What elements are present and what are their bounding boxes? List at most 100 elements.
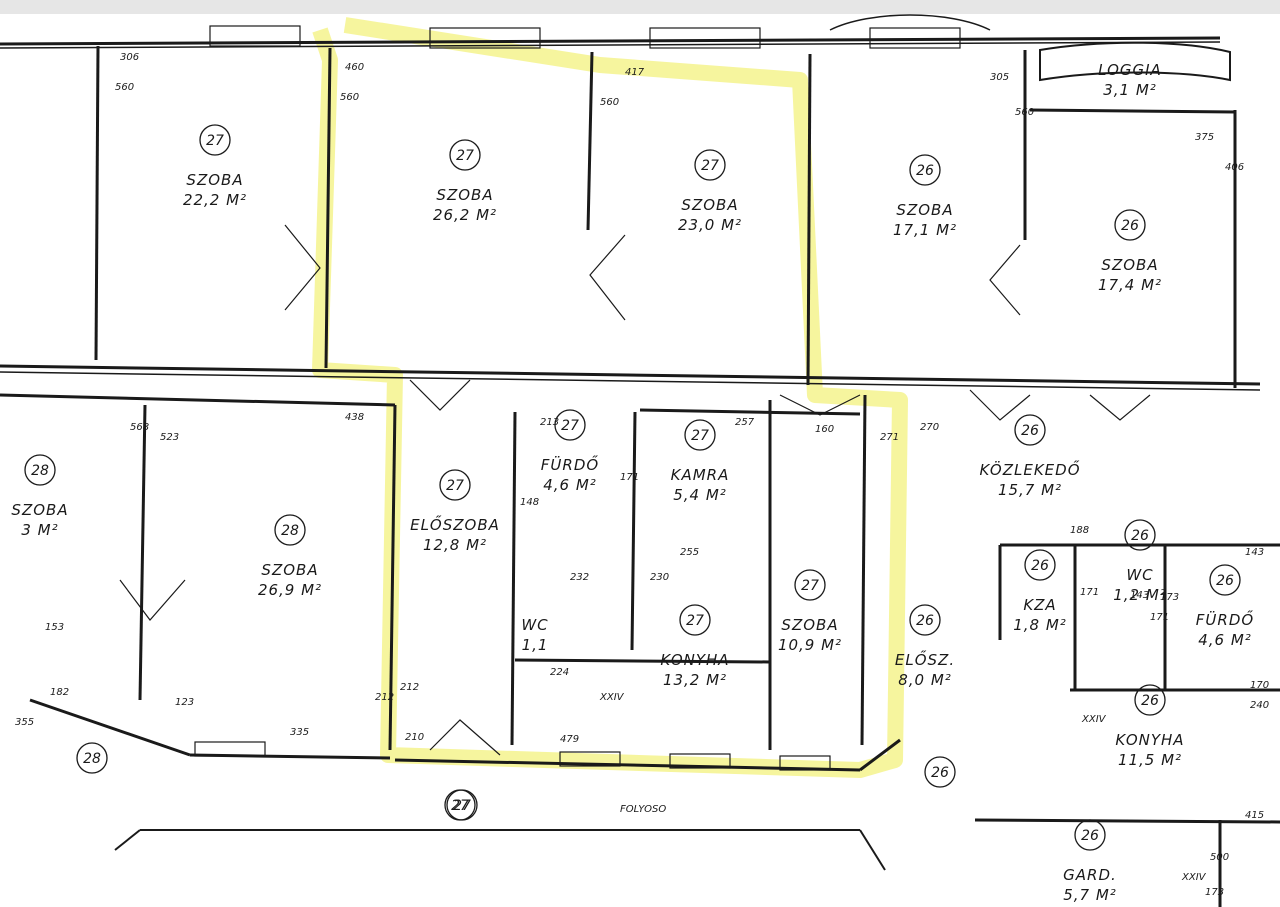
room-name: FÜRDŐ <box>1196 609 1254 629</box>
dimension-label: 375 <box>1195 132 1214 143</box>
wall <box>974 818 1280 824</box>
room-area: 1,1 <box>522 636 549 654</box>
dimension-label: 415 <box>1245 810 1264 821</box>
dimension-label: 173 <box>1205 887 1224 898</box>
central-corridor-wall-inner <box>0 371 1261 391</box>
room-name: KAMRA <box>671 466 730 484</box>
dimension-label: 560 <box>1015 107 1034 118</box>
room-number-circle <box>1209 564 1241 596</box>
room-area: 8,0 M² <box>898 671 952 689</box>
room-number-circle <box>909 154 941 186</box>
dimension-label: 240 <box>1250 700 1269 711</box>
dimension-label: 171 <box>620 472 639 483</box>
window <box>779 755 831 771</box>
door-swing <box>989 244 1021 316</box>
door-swing <box>284 224 321 311</box>
room-number-circle <box>694 149 726 181</box>
dimension-label: 143 <box>1245 547 1264 558</box>
roman-numeral: XXIV <box>1081 714 1107 725</box>
room-number-circle <box>274 514 306 546</box>
dimension-label: 160 <box>815 424 834 435</box>
dimension-label: 182 <box>50 687 69 698</box>
wall <box>630 411 637 651</box>
room-area: 13,2 M² <box>663 671 727 689</box>
wall <box>0 393 396 407</box>
unit-number-circle <box>76 742 108 774</box>
room-number-circle <box>684 419 716 451</box>
window <box>429 27 541 49</box>
dimension-label: 171 <box>1080 587 1099 598</box>
walls <box>0 36 1280 907</box>
loggia-outline <box>1039 41 1231 82</box>
wall <box>138 404 147 701</box>
window <box>209 25 301 47</box>
room-name: SZOBA <box>436 186 493 204</box>
room-area: 12,8 M² <box>423 536 487 554</box>
room-name: ELŐSZ. <box>895 649 955 669</box>
dimension-label: 406 <box>1225 162 1244 173</box>
dimension-label: 306 <box>120 52 139 63</box>
dimension-label: 171 <box>1150 612 1169 623</box>
room-name: KONYHA <box>1115 731 1184 749</box>
dimension-label: 148 <box>520 497 539 508</box>
room-area: 4,6 M² <box>1198 631 1252 649</box>
room-area: 4,6 M² <box>543 476 597 494</box>
room-name: SZOBA <box>681 196 738 214</box>
room-name: ELŐSZOBA <box>410 514 500 534</box>
scan-top-edge <box>0 0 1280 14</box>
room-number-circle <box>24 454 56 486</box>
room-number-circle <box>1134 684 1166 716</box>
room-number: 26 <box>1216 573 1234 589</box>
wall <box>514 658 771 664</box>
room-area: 1,2 M² <box>1113 586 1167 604</box>
room-name: FÜRDŐ <box>541 454 599 474</box>
wall <box>1029 108 1236 114</box>
central-corridor-wall <box>0 364 1261 386</box>
room-number: 27 <box>456 148 474 164</box>
room-number: 27 <box>446 478 464 494</box>
room-area: 3 M² <box>21 521 58 539</box>
room-number: 27 <box>561 418 579 434</box>
room-number: 27 <box>686 613 704 629</box>
room-area: 10,9 M² <box>778 636 842 654</box>
dimension-label: 500 <box>1210 852 1229 863</box>
outer-wall-top <box>0 36 1221 46</box>
room-area: 15,7 M² <box>998 481 1062 499</box>
dimension-label: 460 <box>345 62 364 73</box>
room-area: 17,4 M² <box>1098 276 1162 294</box>
dimension-label: 212 <box>375 692 394 703</box>
unit-number: 26 <box>931 765 949 781</box>
room-number: 28 <box>281 523 299 539</box>
room-number: 27 <box>701 158 719 174</box>
door-swing <box>969 389 1031 421</box>
room-number-circle <box>1124 519 1156 551</box>
dimension-label: 153 <box>45 622 64 633</box>
room-name: SZOBA <box>896 201 953 219</box>
room-area: 1,8 M² <box>1013 616 1067 634</box>
room-name: WC <box>521 616 548 634</box>
room-number-circle <box>1114 209 1146 241</box>
room-area: 5,7 M² <box>1063 886 1117 904</box>
room-number-circle <box>909 604 941 636</box>
dimension-label: 255 <box>680 547 699 558</box>
wall <box>29 698 191 757</box>
room-number: 26 <box>1031 558 1049 574</box>
dimension-label: 173 <box>1160 592 1179 603</box>
room-name: LOGGIA <box>1098 61 1162 79</box>
wall <box>510 411 517 746</box>
door-swing <box>1089 394 1151 421</box>
dimension-label: 355 <box>15 717 34 728</box>
wall <box>859 738 901 772</box>
dimension-label: 523 <box>160 432 179 443</box>
room-number-circle <box>449 139 481 171</box>
room-name: GARD. <box>1063 866 1117 884</box>
door-swing <box>429 719 501 756</box>
room-number: 26 <box>1131 528 1149 544</box>
dimension-label: 257 <box>735 417 755 428</box>
unit-number: 28 <box>83 751 101 767</box>
dimension-labels: 3065604605604175603055603754064385685232… <box>15 52 1269 898</box>
outer-wall-bottom <box>394 758 861 772</box>
